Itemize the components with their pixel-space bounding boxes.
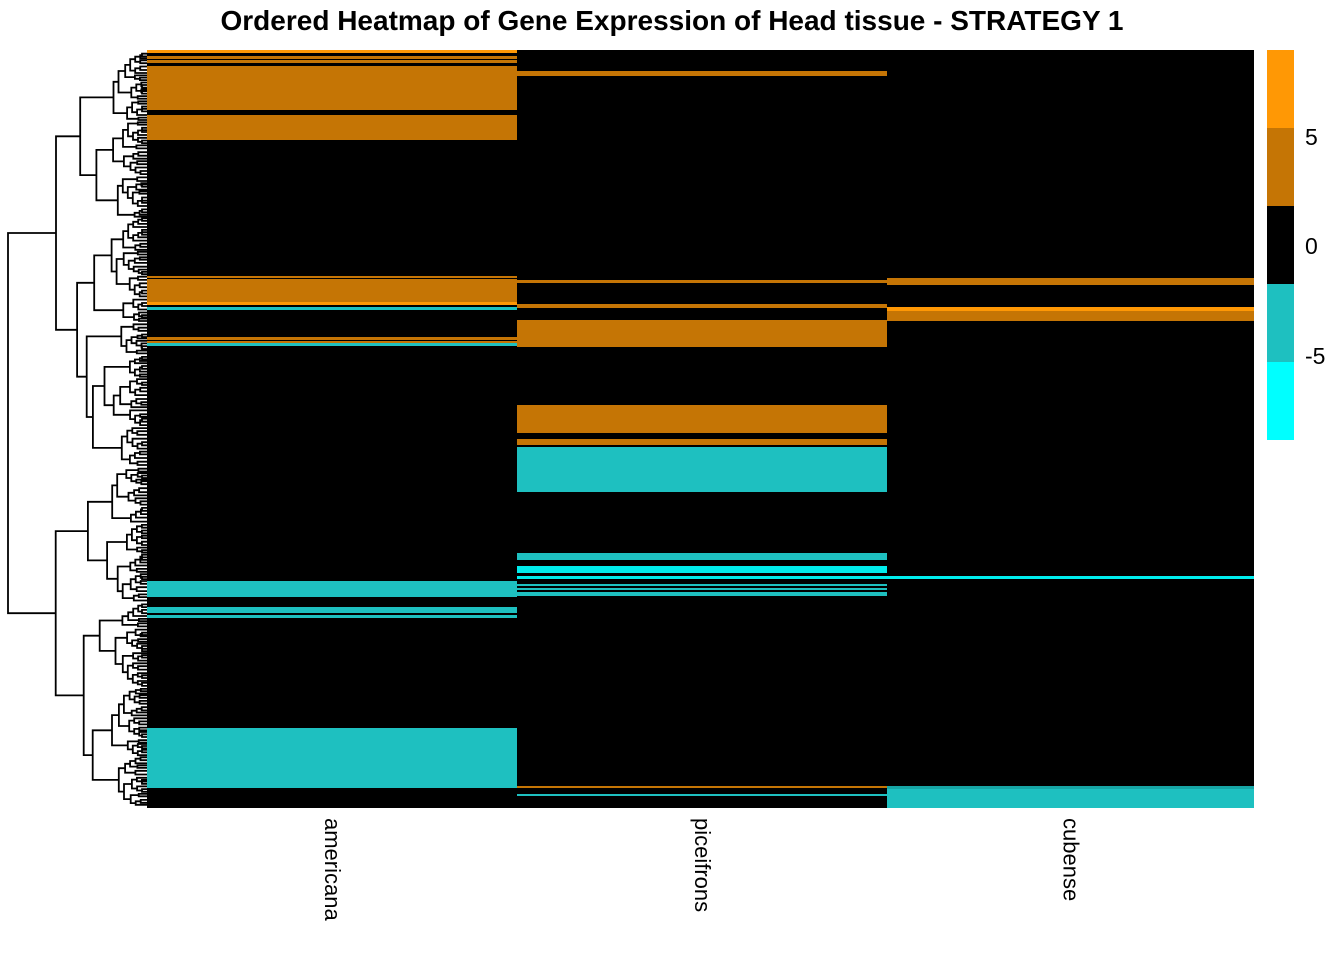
- legend-band: [1267, 128, 1294, 206]
- legend-band: [1267, 206, 1294, 284]
- heatmap-band: [517, 280, 887, 283]
- heatmap-band: [887, 576, 1254, 579]
- heatmap-band: [147, 60, 517, 63]
- figure-title: Ordered Heatmap of Gene Expression of He…: [220, 5, 1124, 36]
- heatmap-band: [147, 66, 517, 110]
- heatmap-band: [517, 439, 887, 445]
- heatmap-band: [147, 50, 517, 53]
- heatmap-band: [147, 279, 517, 302]
- heatmap-band: [517, 786, 887, 788]
- heatmap-band: [887, 789, 1254, 808]
- heatmap-band: [517, 405, 887, 433]
- heatmap-band: [147, 337, 517, 340]
- legend-tick-label: 0: [1305, 233, 1318, 259]
- heatmap-band: [517, 304, 887, 308]
- column-label-piceifrons: piceifrons: [690, 818, 715, 913]
- heatmap-band: [147, 581, 517, 597]
- legend-tick-label: -5: [1305, 343, 1326, 369]
- heatmap-band: [887, 311, 1254, 321]
- heatmap-band: [517, 71, 887, 76]
- heatmap-column-americana: [147, 50, 517, 808]
- legend-tick-label: 5: [1305, 124, 1318, 150]
- heatmap-band: [147, 615, 517, 618]
- heatmap-band: [887, 278, 1254, 285]
- heatmap-band: [517, 584, 887, 586]
- heatmap-band: [147, 307, 517, 310]
- heatmap-band: [517, 588, 887, 590]
- heatmap-band: [147, 728, 517, 788]
- heatmap-band: [887, 786, 1254, 789]
- heatmap-band: [147, 56, 517, 59]
- heatmap-band: [517, 566, 887, 573]
- heatmap-band: [147, 276, 517, 278]
- legend-band: [1267, 284, 1294, 362]
- heatmap-band: [147, 115, 517, 140]
- heatmap-band: [147, 607, 517, 613]
- legend-band: [1267, 362, 1294, 440]
- heatmap-band: [517, 320, 887, 347]
- heatmap-band: [517, 794, 887, 796]
- heatmap-band: [517, 553, 887, 560]
- heatmap-band: [517, 576, 887, 579]
- heatmap-band: [517, 447, 887, 492]
- dendrogram-branches: [7, 52, 147, 806]
- heatmap-band: [887, 307, 1254, 311]
- legend-band: [1267, 50, 1294, 128]
- heatmap-band: [147, 343, 517, 346]
- heatmap-column-piceifrons: [517, 50, 887, 808]
- column-label-cubense: cubense: [1058, 818, 1084, 902]
- column-label-americana: americana: [320, 818, 345, 921]
- heatmap-band: [517, 592, 887, 596]
- heatmap-column-cubense: [887, 50, 1254, 808]
- heatmap-band: [147, 302, 517, 305]
- heatmap-band: [147, 341, 517, 343]
